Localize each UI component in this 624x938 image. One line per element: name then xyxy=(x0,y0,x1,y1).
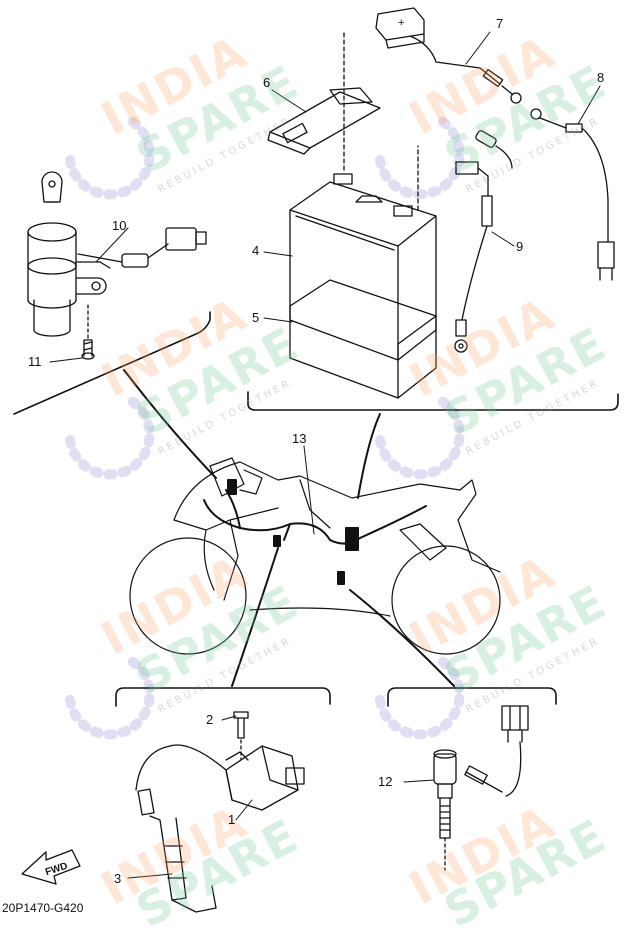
watermark-wrench-icon xyxy=(65,115,465,740)
callout-7: 7 xyxy=(496,16,504,31)
battery-plus-symbol: + xyxy=(398,17,404,29)
battery-pad-5 xyxy=(289,279,437,399)
callout-leaders xyxy=(49,31,601,879)
wire-harness-13 xyxy=(203,457,427,585)
callout-9: 9 xyxy=(516,239,524,254)
plug-cap-3 xyxy=(137,788,217,913)
main-switch-assembly xyxy=(27,171,207,337)
callout-12: 12 xyxy=(378,774,393,789)
group-bracket-bottom-left xyxy=(115,687,331,707)
callout-1: 1 xyxy=(228,812,236,827)
callout-11: 11 xyxy=(28,354,42,369)
battery-lead-8 xyxy=(530,108,615,281)
ignition-coil-1 xyxy=(135,744,305,811)
callout-8: 8 xyxy=(597,70,605,85)
exploded-view-drawing: + xyxy=(13,7,619,913)
motorcycle-outline xyxy=(129,461,501,655)
callout-5: 5 xyxy=(252,310,260,325)
callout-3: 3 xyxy=(114,871,122,886)
screw-11 xyxy=(81,303,95,360)
parts-diagram: + xyxy=(2,7,619,938)
callout-2: 2 xyxy=(206,712,214,727)
bolt-2 xyxy=(233,711,249,761)
callout-4: 4 xyxy=(252,243,260,258)
callout-13: 13 xyxy=(292,431,307,446)
battery-lead-7 xyxy=(479,67,522,104)
battery-band-6 xyxy=(267,87,381,155)
callout-10: 10 xyxy=(112,218,127,233)
battery-lead-9 xyxy=(454,130,513,353)
group-leader-lines xyxy=(123,369,455,687)
fwd-arrow-icon xyxy=(21,849,81,885)
diagram-code: 20P1470-G420 xyxy=(2,901,84,915)
callout-6: 6 xyxy=(263,75,271,90)
terminal-cap xyxy=(375,7,481,69)
group-bracket-top xyxy=(13,311,619,415)
neutral-switch-12 xyxy=(433,705,529,871)
group-bracket-bottom-right xyxy=(387,687,557,707)
